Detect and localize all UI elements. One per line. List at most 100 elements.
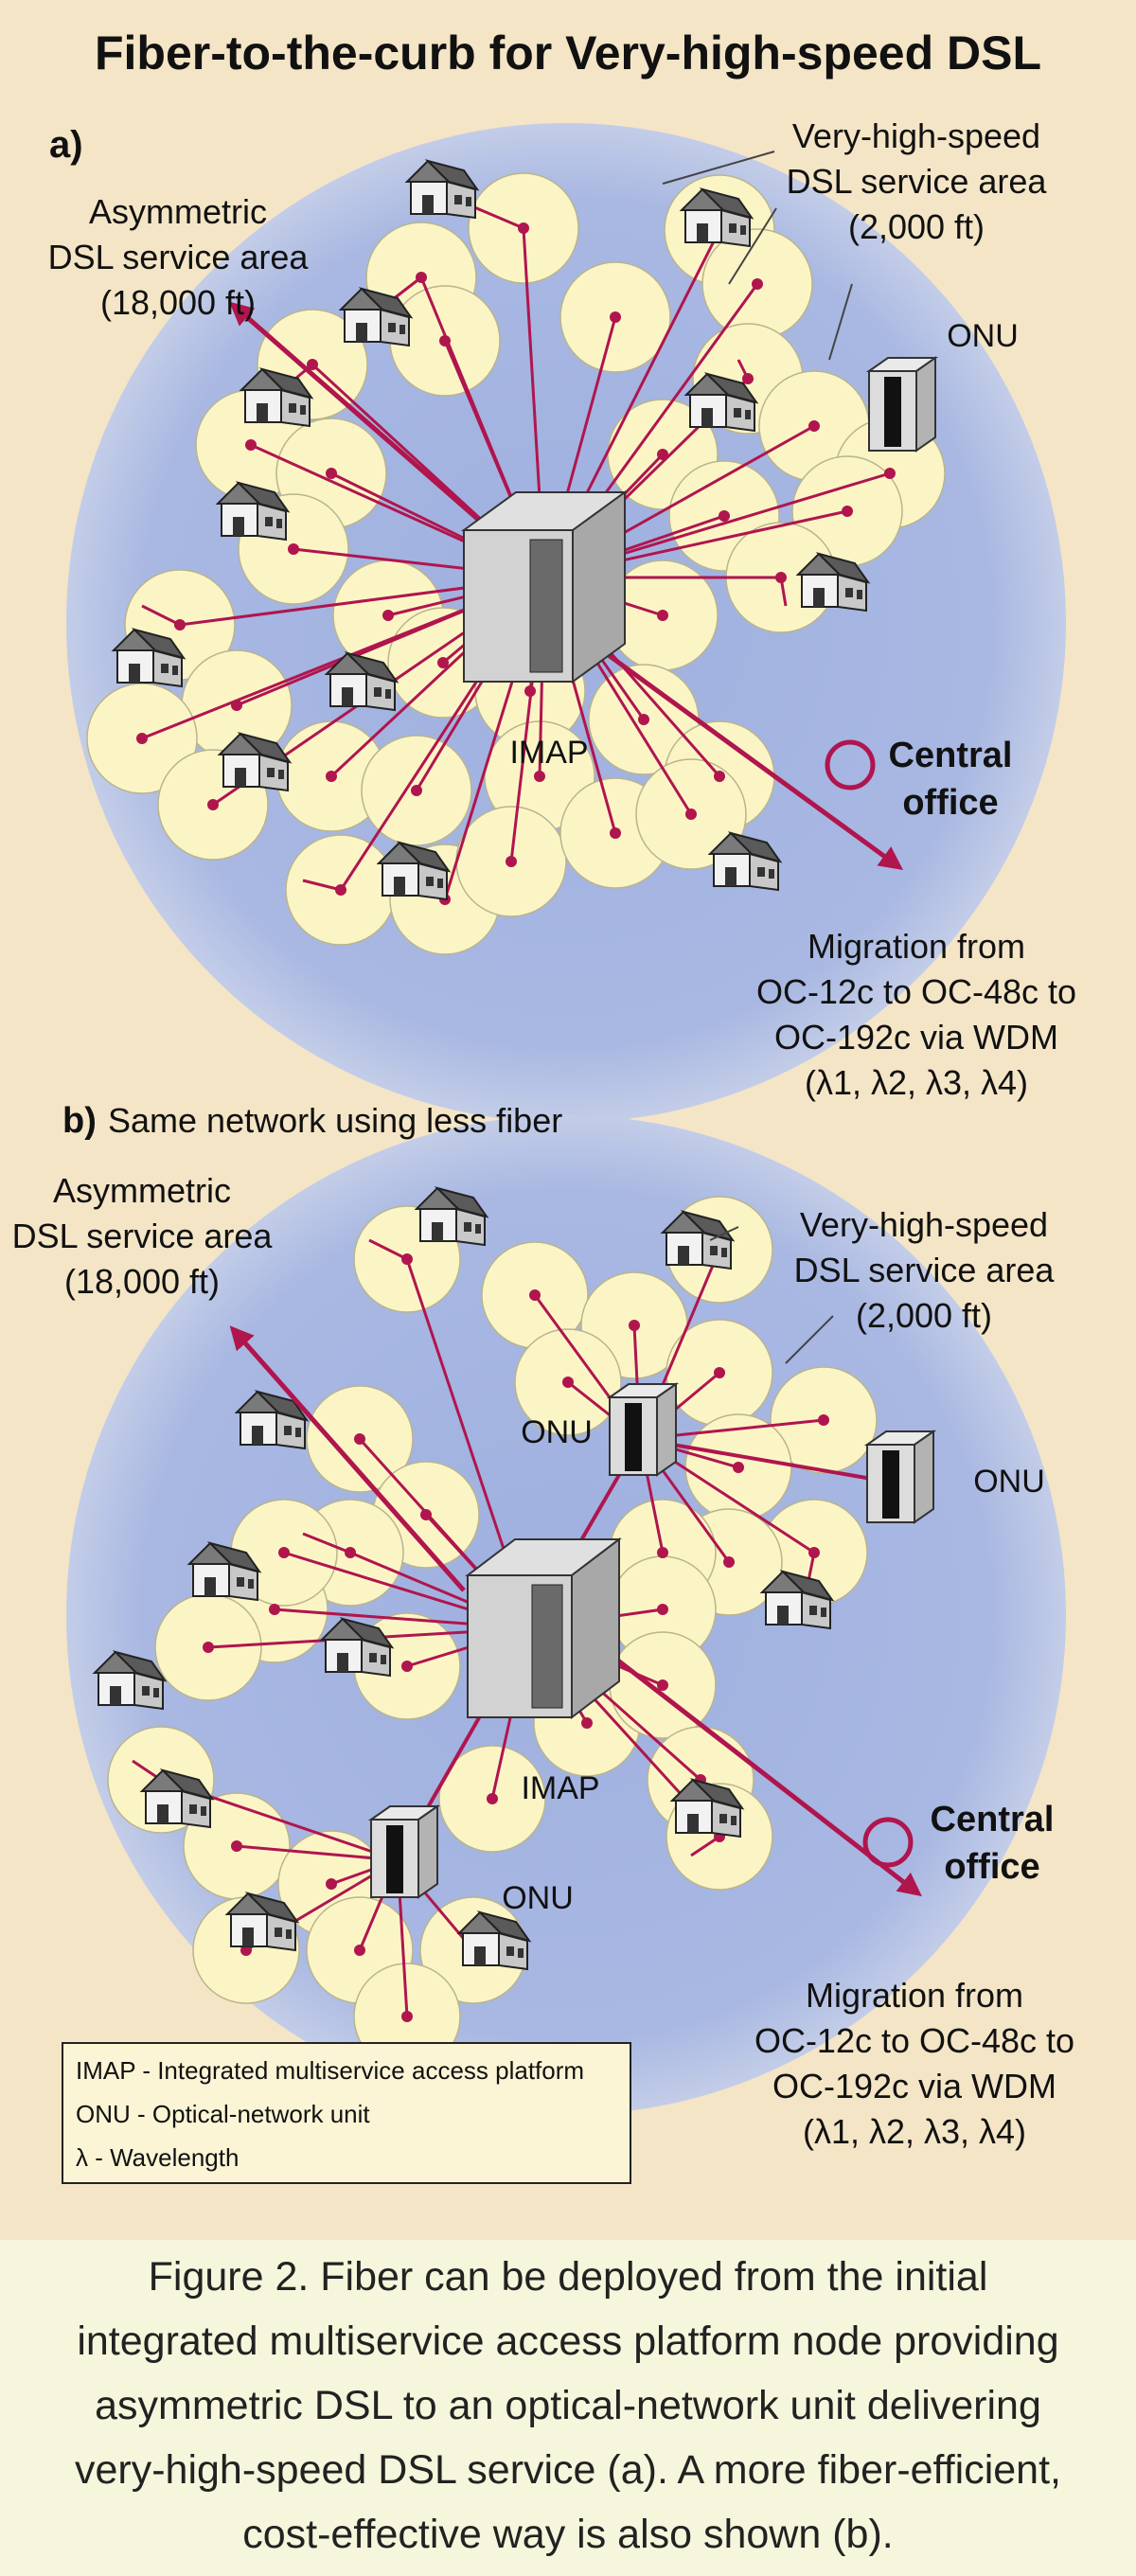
migration-label-b-3: OC-192c via WDM [772, 2067, 1056, 2105]
house-door [687, 1814, 699, 1833]
migration-label-a-1: Migration from [808, 927, 1025, 966]
house-roof-side [258, 367, 314, 400]
house-roof-side [237, 732, 293, 764]
house-window [286, 1929, 292, 1939]
splice-dot [818, 1414, 829, 1426]
splice-dot [629, 1320, 640, 1331]
splice-dot [742, 373, 754, 384]
house-door [422, 195, 434, 214]
splice-dot [174, 619, 186, 631]
house-window [721, 1248, 727, 1257]
splice-dot [231, 1840, 242, 1852]
onu-icon-a [865, 356, 939, 453]
house-window [284, 1426, 292, 1435]
house-door [129, 664, 140, 683]
vdsl-pointer-a [662, 151, 775, 185]
migration-label-a-2: OC-12c to OC-48c to [756, 972, 1076, 1011]
vdsl-area-label-b-2: DSL service area [794, 1251, 1056, 1289]
house-window [454, 195, 462, 204]
house-door [777, 1606, 789, 1625]
feeder-fiber [639, 1437, 895, 1484]
splice-dot [518, 222, 529, 234]
splice-dot [401, 2011, 413, 2022]
drop-line [368, 1238, 408, 1261]
house-window [295, 1428, 301, 1437]
house-roof-side [680, 1210, 736, 1242]
imap-label-a: IMAP [509, 735, 588, 771]
house-window [172, 666, 178, 675]
house-icon [683, 372, 759, 433]
house-icon [224, 1892, 300, 1952]
house-roof-side [131, 628, 186, 660]
house-window [189, 1804, 197, 1814]
house-roof-side [254, 1390, 310, 1422]
house-roof-side [358, 287, 414, 319]
imap-label-b: IMAP [521, 1770, 599, 1806]
splice-dot [723, 1556, 735, 1568]
vdsl-area-label-a-1: Very-high-speed [792, 116, 1040, 155]
house-icon [338, 287, 414, 347]
splice-dot [581, 1717, 593, 1729]
house-roof-side [434, 1186, 489, 1218]
house-window [740, 225, 746, 235]
onu-pointer-a [828, 283, 853, 361]
drop-line [302, 879, 342, 892]
splice-dot [437, 657, 449, 668]
house-icon [92, 1650, 168, 1711]
house-roof-side [424, 159, 480, 191]
house-roof-side [815, 552, 871, 584]
splice-dot [326, 468, 337, 479]
splice-dot [288, 543, 299, 555]
panel-b [62, 1115, 1066, 2184]
house-window [731, 1816, 737, 1825]
house-roof-side [703, 372, 759, 404]
migration-label-a-4: (λ1, λ2, λ3, λ4) [805, 1063, 1028, 1102]
migration-label-a-3: OC-192c via WDM [774, 1018, 1058, 1057]
adsl-area-label-b-1: Asymmetric [53, 1171, 231, 1210]
house-window [757, 867, 765, 877]
house-icon [404, 159, 480, 220]
splice-dot [420, 1509, 432, 1520]
house-door [394, 877, 405, 896]
imap-cabinet-icon-b [465, 1537, 622, 1720]
house-window [265, 517, 273, 526]
legend-box [62, 2042, 631, 2184]
migration-label-b-2: OC-12c to OC-48c to [754, 2021, 1074, 2060]
house-window [729, 223, 737, 233]
central-office-label-a-1: Central [889, 736, 1013, 775]
house-window [385, 689, 391, 699]
splice-dot [136, 733, 148, 744]
house-window [278, 770, 284, 779]
house-window [710, 1246, 718, 1255]
house-window [161, 664, 169, 673]
house-door [252, 1426, 263, 1445]
house-door [813, 588, 825, 607]
drop-line [690, 1835, 720, 1857]
caption-line: integrated multiservice access platform … [77, 2318, 1059, 2364]
onu-icon-b-bottom [367, 1804, 441, 1899]
splice-dot [534, 771, 545, 782]
splice-dot [354, 1433, 365, 1445]
legend-item-wavelength: λ - Wavelength [76, 2143, 239, 2172]
house-window [267, 768, 275, 777]
splice-dot [562, 1377, 574, 1388]
legend-item-onu: ONU - Optical-network unit [76, 2100, 370, 2128]
splice-dot [401, 1661, 413, 1672]
splice-dot [439, 335, 451, 346]
house-door [701, 408, 713, 427]
houses-b [92, 1186, 835, 1971]
vdsl-area-label-b-1: Very-high-speed [800, 1205, 1048, 1244]
wdm-fiber-loop-icon-b [862, 1817, 914, 1868]
caption-line: Figure 2. Fiber can be deployed from the… [148, 2254, 988, 2300]
house-icon [679, 187, 754, 248]
house-door [474, 1946, 486, 1965]
splice-dot [842, 506, 853, 517]
house-icon [456, 1910, 532, 1971]
house-window [821, 1608, 826, 1617]
house-icon [759, 1570, 835, 1630]
splice-dot [354, 1945, 365, 1956]
house-window [142, 1686, 150, 1696]
splice-dot [733, 1462, 744, 1473]
splice-dot [345, 1547, 356, 1558]
